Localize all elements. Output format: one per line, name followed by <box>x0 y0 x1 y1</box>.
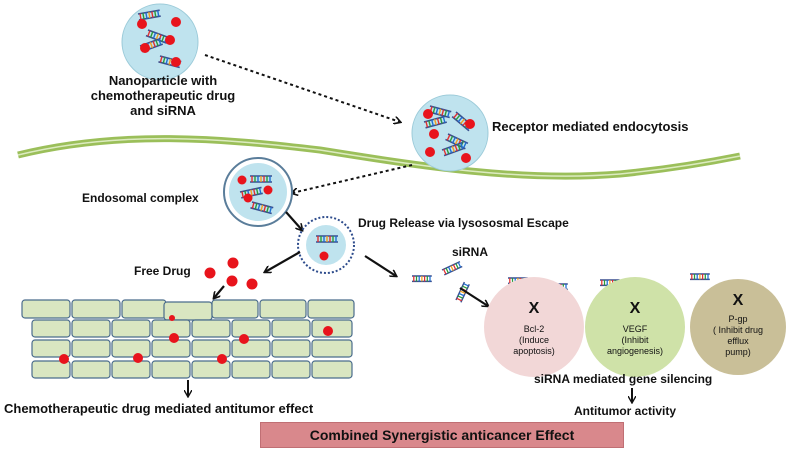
nanoparticle <box>121 3 199 81</box>
combined-effect-banner: Combined Synergistic anticancer Effect <box>260 422 624 448</box>
vegf-x-mark: X <box>629 300 641 317</box>
endosomal-complex <box>223 157 293 227</box>
uptake-arrow <box>204 54 400 122</box>
bcl2-name: Bcl-2 <box>523 324 545 335</box>
drug-release-label: Drug Release via lysososmal Escape <box>358 216 569 230</box>
vegf-desc: (Inhibit angiogenesis) <box>606 335 664 356</box>
sirna-label: siRNA <box>452 245 489 259</box>
free-drug-arrow <box>265 251 301 272</box>
silencing-targets <box>484 277 786 377</box>
free-drug-dots <box>204 257 258 290</box>
bcl2-text: X Bcl-2 (Induce apoptosis) <box>494 300 574 357</box>
nanoparticle-label: Nanoparticle with chemotherapeutic drug … <box>90 73 236 118</box>
bcl2-desc: (Induce apoptosis) <box>513 335 555 356</box>
vegf-circle <box>585 277 685 377</box>
endosome-arrow <box>292 164 413 193</box>
bcl2-circle <box>484 277 584 377</box>
tumor-tissue <box>21 299 355 379</box>
drug-to-tissue-arrow <box>214 285 225 298</box>
sirna-arrow <box>364 255 396 276</box>
endocytosis-label: Receptor mediated endocytosis <box>492 119 689 134</box>
free-drug-label: Free Drug <box>134 264 191 278</box>
release-arrow <box>285 211 302 230</box>
sirna-target-arrow <box>459 287 488 306</box>
vegf-name: VEGF <box>622 324 648 335</box>
pgp-x-mark: X <box>732 292 744 309</box>
vegf-text: X VEGF (Inhibit angiogenesis) <box>595 300 675 357</box>
pgp-text: X P-gp ( Inhibit drug efflux pump) <box>698 292 778 358</box>
pgp-desc: ( Inhibit drug efflux pump) <box>712 325 764 357</box>
chemo-effect-label: Chemotherapeutic drug mediated antitumor… <box>4 401 314 416</box>
endosomal-label: Endosomal complex <box>82 191 199 205</box>
pgp-name: P-gp <box>728 314 748 325</box>
pgp-circle <box>690 279 786 375</box>
endocytosis-nanoparticle <box>411 94 489 172</box>
antitumor-label: Antitumor activity <box>574 404 677 418</box>
bcl2-x-mark: X <box>528 300 540 317</box>
cell-membrane <box>17 135 741 180</box>
lysosomal-vesicle <box>297 216 355 274</box>
gene-silencing-label: siRNA mediated gene silencing <box>534 372 713 386</box>
